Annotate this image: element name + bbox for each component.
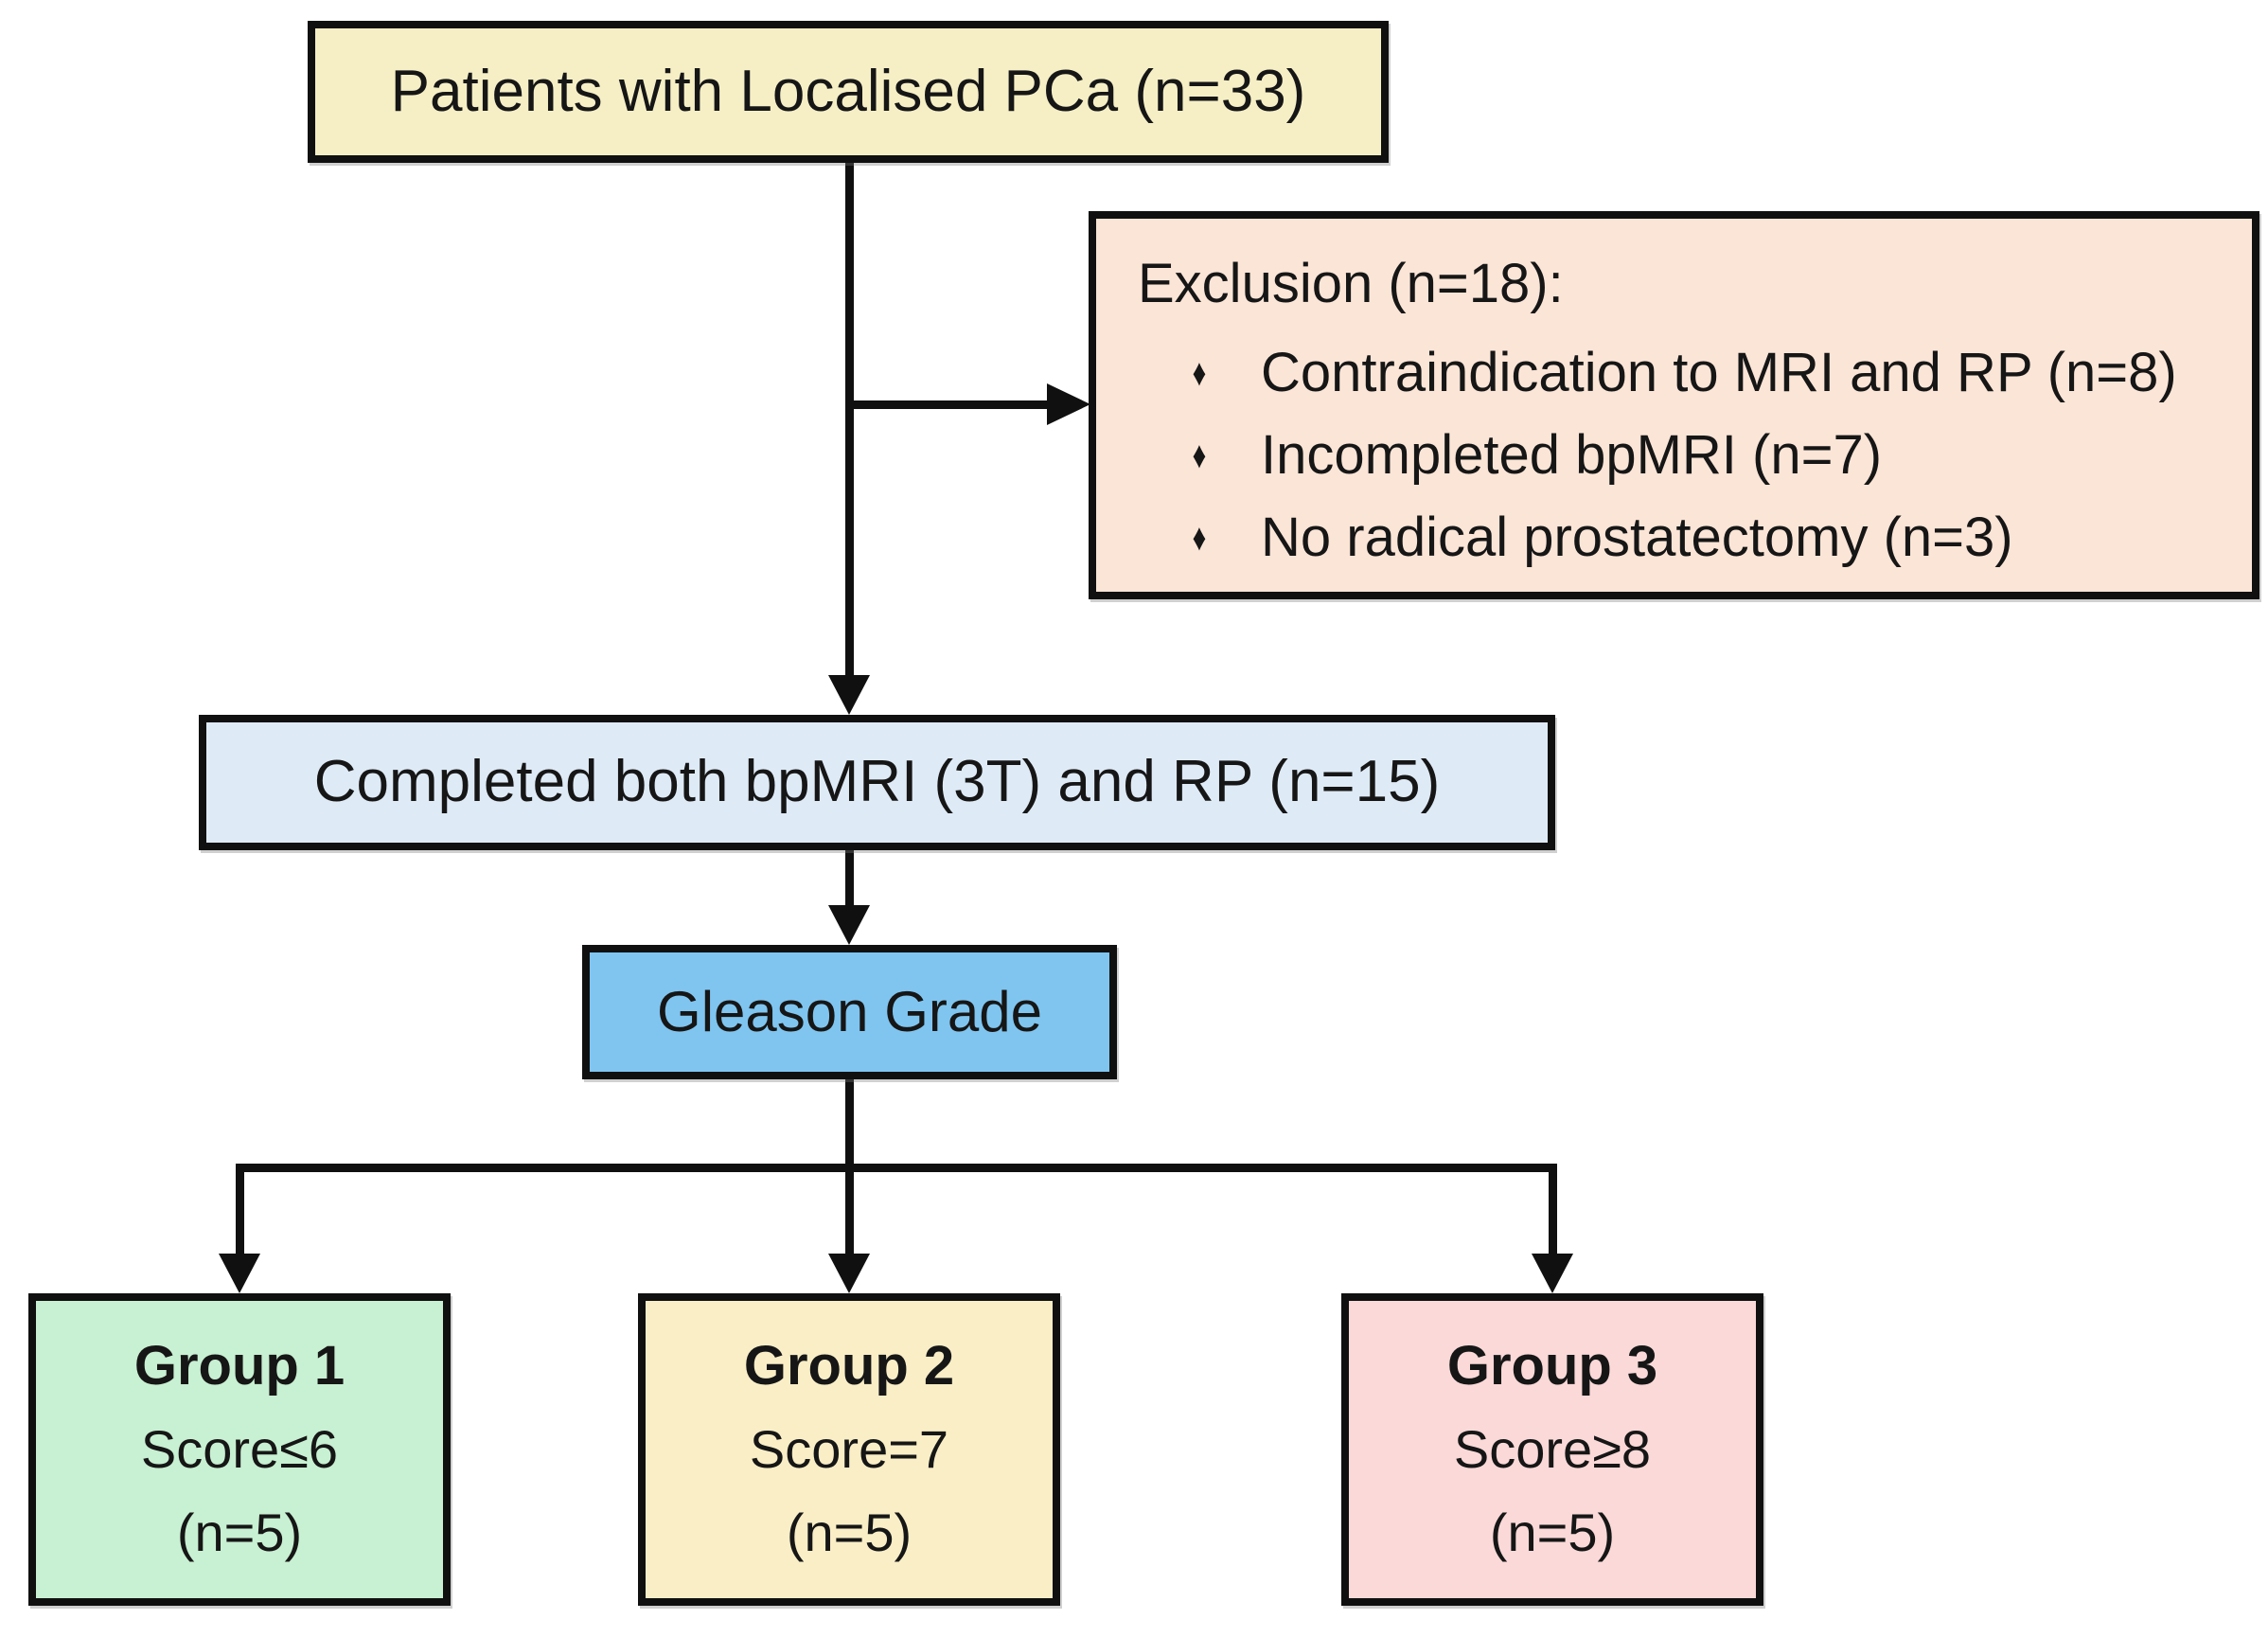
node-patients-label: Patients with Localised PCa (n=33) [390, 58, 1306, 124]
node-exclusion: Exclusion (n=18): ♦ Contraindication to … [1089, 211, 2259, 599]
group-3-title: Group 3 [1446, 1335, 1658, 1397]
group-1-count: (n=5) [176, 1503, 303, 1562]
connector-patients-to-completed [845, 156, 854, 677]
connector-to-group1 [236, 1164, 244, 1255]
node-gleason-grade-label: Gleason Grade [657, 980, 1042, 1043]
exclusion-item: ♦ Incompleted bpMRI (n=7) [1138, 415, 2210, 497]
group-3-count: (n=5) [1489, 1503, 1616, 1562]
connector-completed-to-gleason [845, 843, 854, 909]
node-gleason-grade: Gleason Grade [582, 945, 1117, 1079]
node-group-3: Group 3 Score≥8 (n=5) [1341, 1293, 1763, 1606]
exclusion-item-label: Incompleted bpMRI (n=7) [1261, 424, 1883, 487]
arrowhead-down-icon [828, 905, 870, 945]
group-2-title: Group 2 [743, 1335, 955, 1397]
exclusion-item-label: Contraindication to MRI and RP (n=8) [1261, 342, 2177, 404]
connector-to-exclusion [845, 400, 1049, 409]
branch-bar [236, 1164, 1557, 1172]
connector-to-group3 [1549, 1164, 1557, 1255]
arrowhead-down-icon [219, 1254, 260, 1293]
arrowhead-down-icon [1532, 1254, 1573, 1293]
group-1-title: Group 1 [133, 1335, 346, 1397]
exclusion-item-label: No radical prostatectomy (n=3) [1261, 507, 2013, 569]
diamond-bullet-icon: ♦ [1192, 351, 1207, 394]
arrowhead-down-icon [828, 1254, 870, 1293]
arrowhead-down-icon [828, 675, 870, 715]
exclusion-title: Exclusion (n=18): [1138, 253, 1564, 314]
node-group-1: Group 1 Score≤6 (n=5) [28, 1293, 451, 1606]
node-patients: Patients with Localised PCa (n=33) [308, 21, 1389, 163]
arrowhead-right-icon [1047, 383, 1090, 425]
group-1-score: Score≤6 [140, 1419, 339, 1479]
group-2-count: (n=5) [786, 1503, 913, 1562]
node-completed-label: Completed both bpMRI (3T) and RP (n=15) [313, 749, 1441, 815]
group-3-score: Score≥8 [1453, 1419, 1652, 1479]
node-completed: Completed both bpMRI (3T) and RP (n=15) [199, 715, 1555, 850]
exclusion-item: ♦ Contraindication to MRI and RP (n=8) [1138, 332, 2210, 415]
group-2-score: Score=7 [749, 1419, 949, 1479]
exclusion-item: ♦ No radical prostatectomy (n=3) [1138, 497, 2210, 579]
diamond-bullet-icon: ♦ [1192, 516, 1207, 559]
node-group-2: Group 2 Score=7 (n=5) [638, 1293, 1060, 1606]
diamond-bullet-icon: ♦ [1192, 434, 1207, 476]
